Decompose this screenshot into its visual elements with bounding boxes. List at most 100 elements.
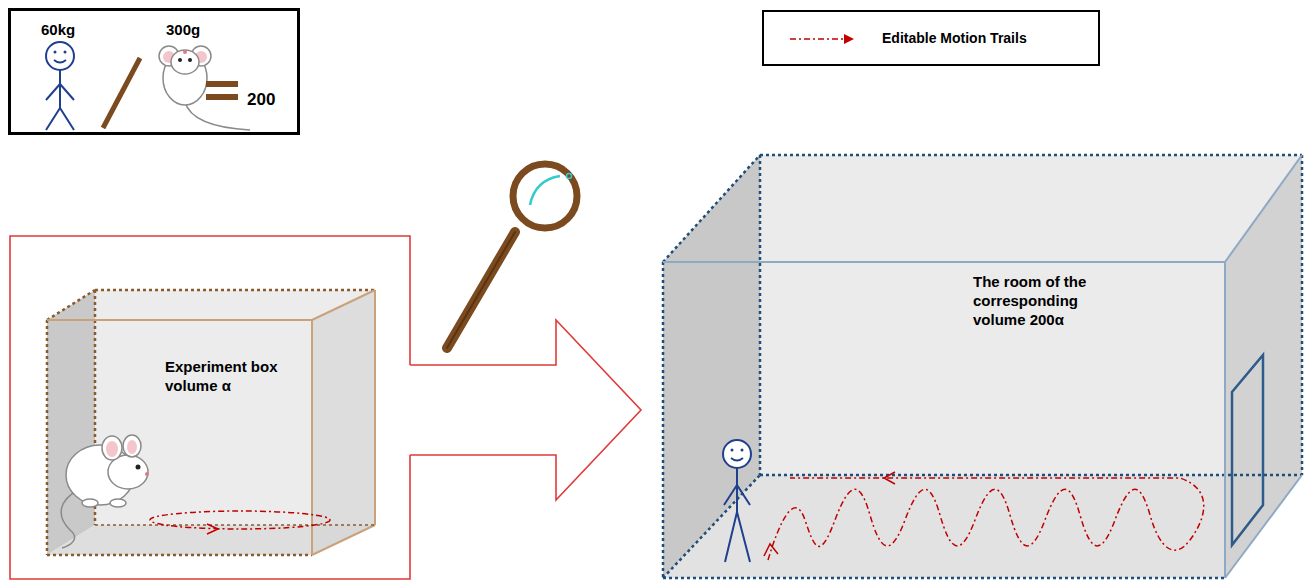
room-cube-part (663, 155, 1302, 578)
mouse-figure-part (145, 472, 149, 476)
node-label: The room of the corresponding volume 200… (973, 273, 1129, 329)
room-cube-part-part (759, 155, 762, 475)
room-cube-part-part (663, 577, 1225, 580)
motion-trail (764, 472, 1204, 560)
magnifier-icon-part (447, 232, 515, 348)
room-cube-part (663, 475, 1302, 578)
room-cube-part-part (662, 262, 665, 578)
room-cube-part (663, 155, 1302, 578)
magnifier-icon (447, 164, 577, 348)
experiment-box-cube-part-part (46, 320, 49, 555)
motion-trail-part (884, 472, 895, 484)
mouse-figure-part (171, 50, 199, 74)
person-figure-part (731, 449, 734, 452)
ratio-slash (103, 58, 140, 128)
mouse-figure-part (102, 436, 122, 460)
person-figure-part (723, 440, 751, 468)
person-figure-part (54, 51, 57, 54)
mouse-figure-part (178, 58, 182, 62)
experiment-box-cube-part-part (374, 290, 376, 525)
experiment-box-cube-part (312, 290, 375, 555)
room-cube-part (1225, 155, 1302, 578)
experiment-box-cube-part-part (47, 319, 312, 321)
comparison-box: 60kg 300g 200 (8, 8, 300, 135)
experiment-box-cube-part-part (95, 289, 375, 292)
person-figure-part (64, 51, 67, 54)
legend-box: Editable Motion Trails (762, 10, 1100, 66)
room-cube (663, 155, 1302, 578)
room-box: The room of the corresponding volume 200… (663, 155, 1303, 578)
person-figure-part (731, 458, 743, 461)
room-cube-part-part (1224, 262, 1226, 578)
experiment-box-cube-part-part (47, 554, 312, 557)
person-figure-part (46, 84, 74, 100)
trail-sample (790, 38, 846, 40)
node-label: 200 (247, 89, 275, 110)
mouse-figure-part (188, 58, 192, 62)
experiment-box-cube (47, 290, 375, 555)
person-figure-part (59, 70, 61, 108)
person-figure (723, 440, 751, 562)
mouse-figure-part (110, 499, 126, 507)
person-figure-part (54, 60, 66, 63)
motion-trail-part (768, 478, 1204, 560)
legend-label: Editable Motion Trails (882, 30, 1027, 46)
room-cube-part-part (760, 474, 1302, 477)
mouse-figure-part (127, 440, 137, 454)
block-arrow-connector (410, 320, 641, 500)
motion-trail (150, 511, 330, 534)
person-figure-part (741, 449, 744, 452)
person-figure-part (724, 485, 750, 505)
mouse-figure-part (136, 465, 141, 470)
motion-trail-part (150, 511, 330, 529)
motion-trail-part (764, 544, 778, 556)
mouse-figure (61, 435, 149, 548)
magnifier-icon-part (567, 174, 572, 179)
person-figure-part (46, 108, 74, 130)
legend-row: Editable Motion Trails (764, 25, 1098, 53)
experiment-box-cube-part (95, 524, 375, 526)
equals-sign-part (206, 94, 238, 100)
experiment-box-cube-part (47, 290, 375, 555)
door (1232, 355, 1263, 545)
mouse-figure-part (163, 51, 207, 105)
mouse-figure-part (106, 441, 118, 457)
mouse-figure-part (61, 490, 78, 548)
experiment-box-cube-part (47, 290, 95, 555)
experiment-box-cube-part (47, 290, 375, 555)
magnifier-icon-part (513, 164, 577, 228)
mouse-figure-part (183, 50, 187, 54)
room-cube-part-part (760, 154, 1302, 157)
room-cube-part-part (663, 155, 760, 262)
room-cube-part (760, 155, 1302, 475)
equals-sign (206, 81, 238, 100)
mouse-figure (159, 46, 250, 130)
node-label: 300g (166, 21, 200, 40)
experiment-box-cube-part-part (311, 320, 313, 555)
node-label: 60kg (41, 21, 75, 40)
mouse-figure-part (82, 499, 98, 507)
room-cube-part-part (663, 475, 760, 578)
magnifier-icon-part (447, 232, 515, 348)
experiment-box-cube-part-part (312, 290, 375, 320)
legend-line-sample (784, 25, 874, 53)
room-cube-part-part (1225, 155, 1302, 262)
experiment-box-cube-part-part (312, 525, 375, 555)
node-label: Experiment box volume α (165, 358, 297, 396)
magnifier-icon-part (530, 176, 560, 205)
room-cube-part-part (663, 261, 1225, 263)
person-figure-part (736, 468, 738, 512)
motion-trail-part (207, 524, 218, 534)
equals-sign-part (206, 81, 238, 87)
person-figure-part (46, 42, 74, 70)
experiment-box-cube-part-part (47, 290, 95, 320)
region-outline (10, 236, 410, 579)
trail-sample-head (844, 34, 854, 44)
experiment-box: Experiment box volume α (47, 290, 375, 555)
person-figure (46, 42, 74, 130)
person-figure-part (725, 512, 750, 562)
